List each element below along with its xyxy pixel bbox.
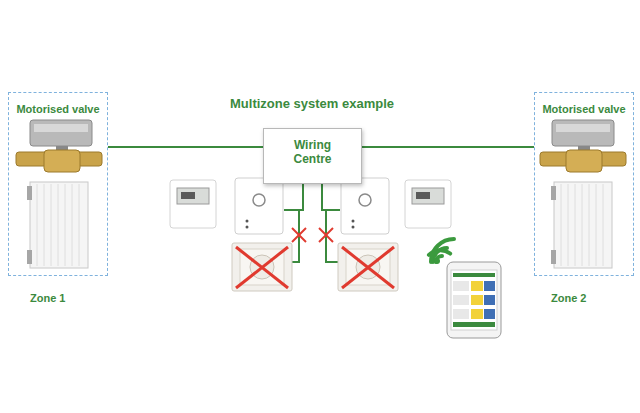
wifi-icon xyxy=(429,239,454,265)
radiator-icon xyxy=(551,182,612,268)
node-label: Motorised valve xyxy=(542,103,625,115)
node-label: Wiring Centre xyxy=(284,139,342,167)
zone-label: Zone 1 xyxy=(30,292,65,304)
receiver-unit xyxy=(235,178,389,234)
old-thermostat-crossed xyxy=(232,243,398,291)
wiring-centre-box: Wiring Centre xyxy=(263,128,362,184)
zone-label: Zone 2 xyxy=(551,292,586,304)
node-label: Motorised valve xyxy=(16,103,99,115)
motorised-valve-icon xyxy=(540,120,626,172)
zone-box: Motorised valve xyxy=(534,92,634,276)
pipe-wire xyxy=(362,146,534,148)
zone-box: Motorised valve xyxy=(8,92,108,276)
phone-app xyxy=(447,262,501,338)
diagram-title: Multizone system example xyxy=(230,96,394,111)
display-thermostat xyxy=(170,180,451,228)
pipe-wire xyxy=(108,146,263,148)
cross-mark xyxy=(292,228,333,242)
motorised-valve-icon xyxy=(16,120,102,172)
radiator-icon xyxy=(27,182,88,268)
